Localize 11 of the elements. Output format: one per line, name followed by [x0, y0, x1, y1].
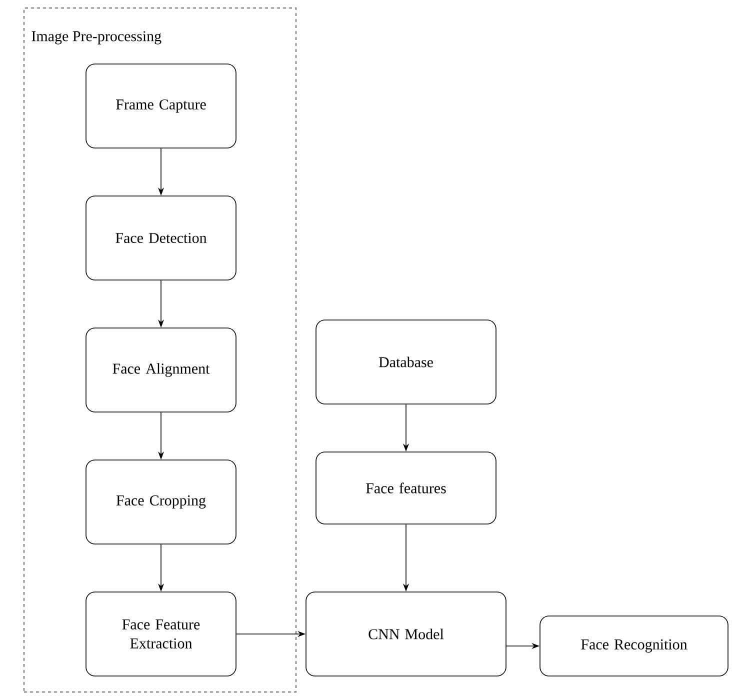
dashed-group-frame	[23, 7, 297, 693]
process-box: Frame Capture	[86, 64, 236, 148]
process-box: CNN Model	[306, 592, 506, 676]
process-box: Face Recognition	[540, 616, 728, 676]
process-box: Face Cropping	[86, 460, 236, 544]
process-box: Face Feature Extraction	[86, 592, 236, 676]
process-box: Face features	[316, 452, 496, 524]
process-box: Database	[316, 320, 496, 404]
process-box: Face Alignment	[86, 328, 236, 412]
process-box: Face Detection	[86, 196, 236, 280]
group-title: Image Pre-processing	[32, 31, 162, 44]
